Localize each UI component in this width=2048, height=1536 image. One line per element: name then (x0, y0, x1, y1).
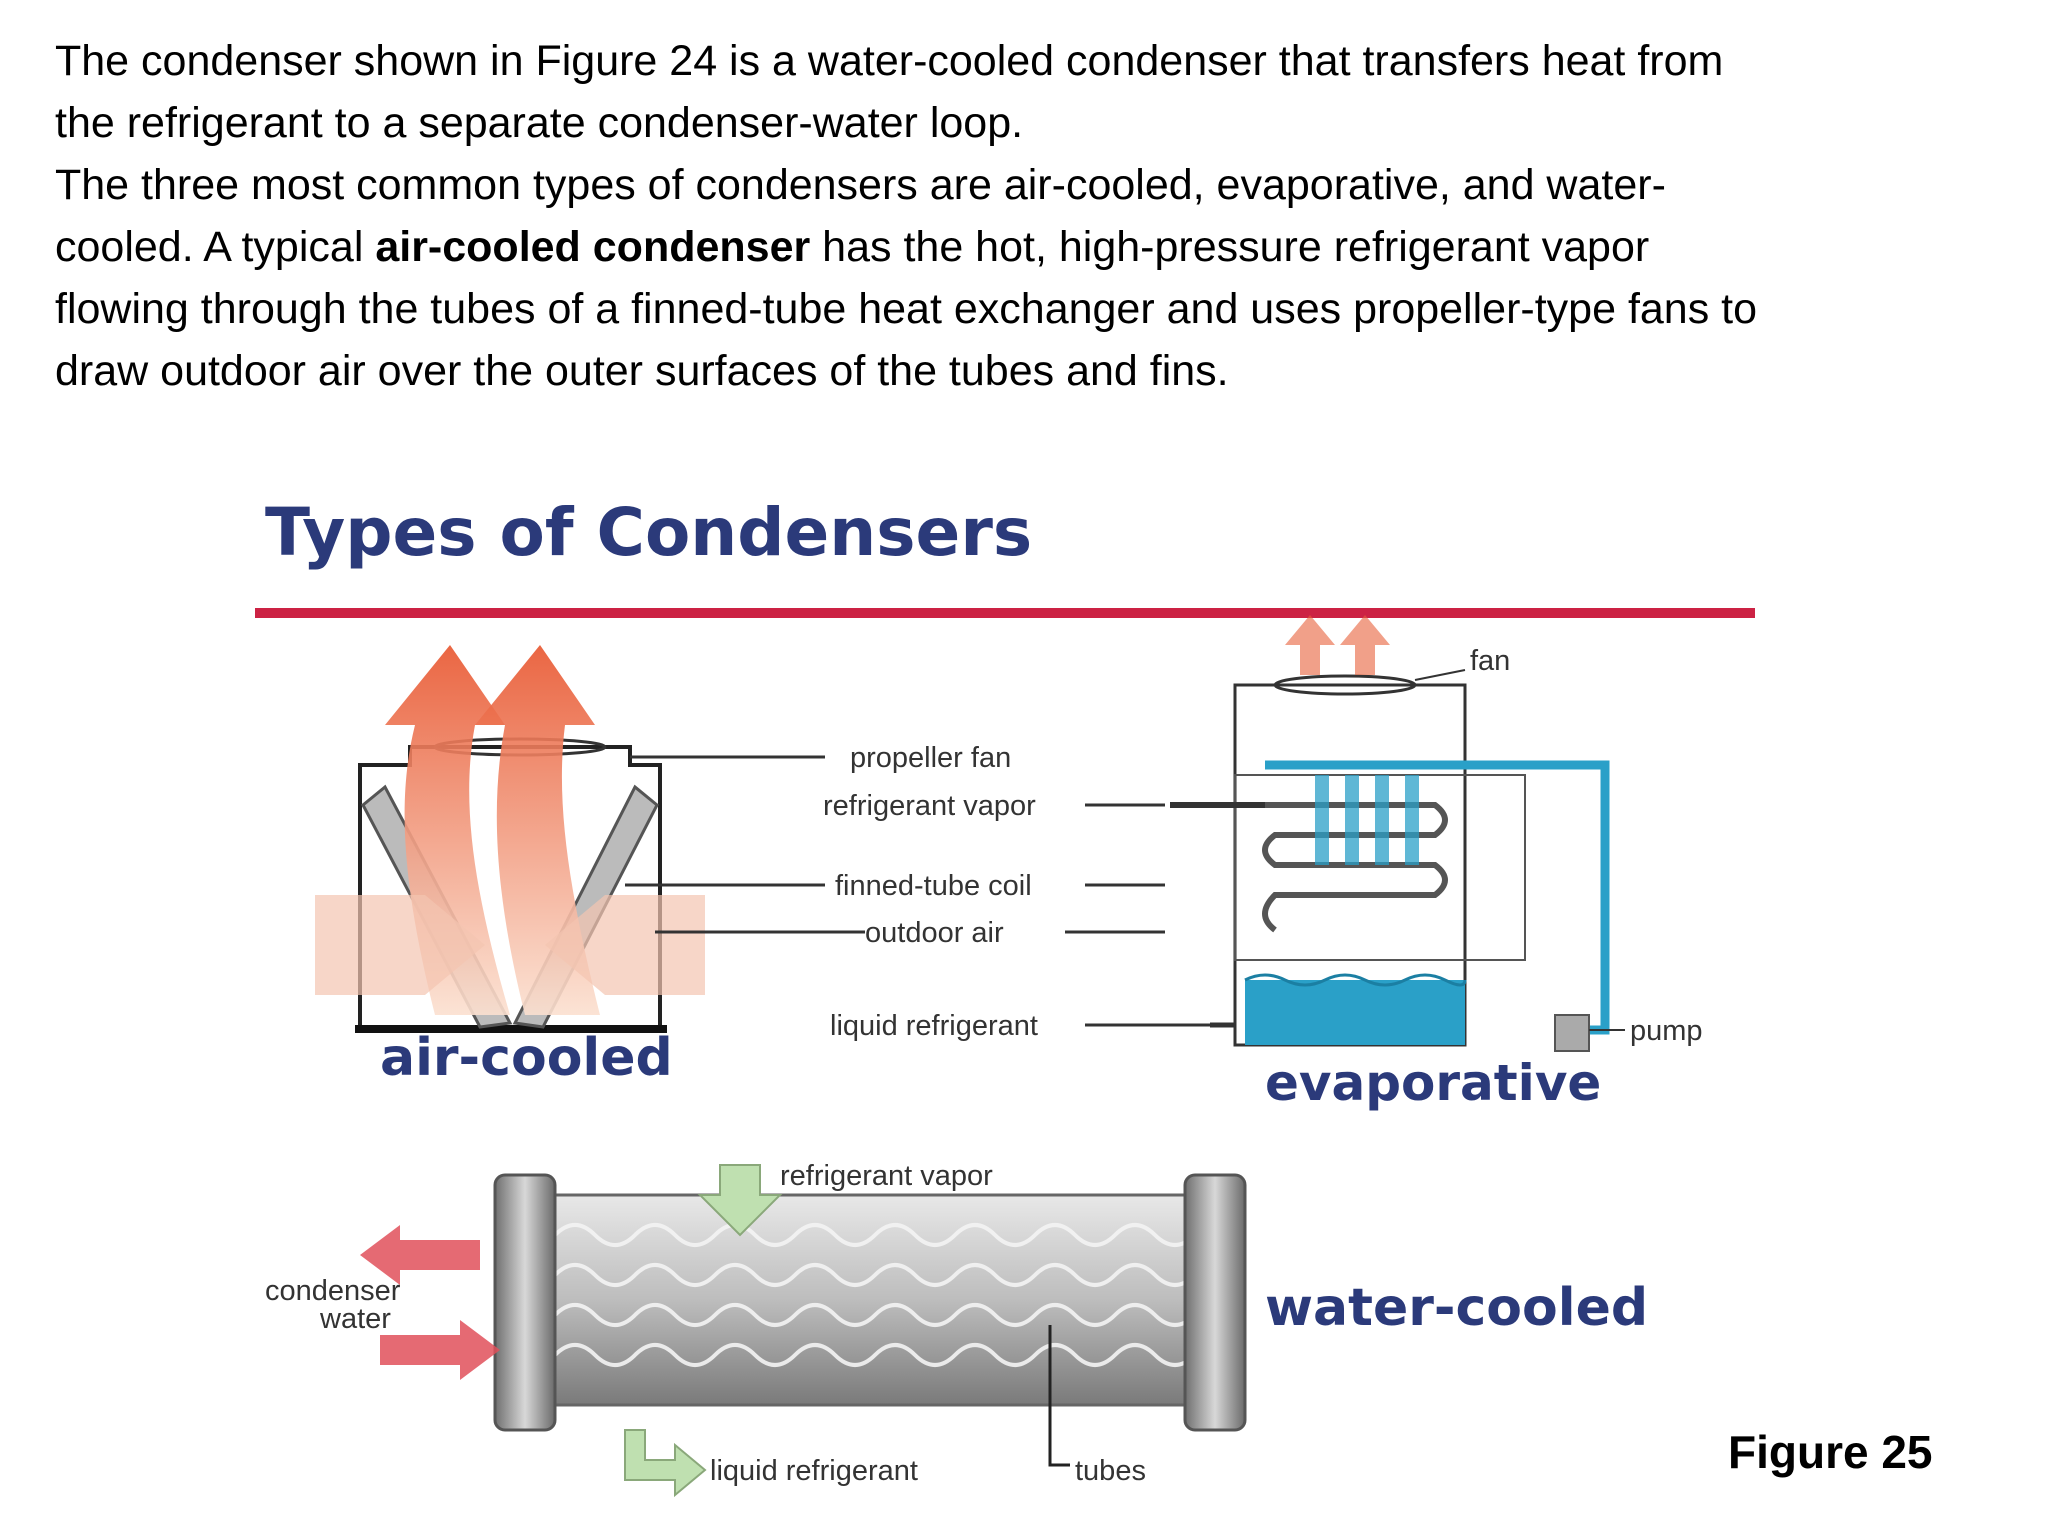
water-cooled-unit: refrigerant vapor condenser water liquid… (265, 1160, 1648, 1498)
label-liquid-refrigerant-2: liquid refrigerant (710, 1455, 918, 1487)
air-cooled-label: air-cooled (380, 1028, 673, 1088)
label-fan: fan (1470, 645, 1510, 677)
label-condenser: condenser (265, 1275, 401, 1307)
callouts (625, 755, 1210, 1027)
right-flange-icon (1183, 1173, 1247, 1432)
water-in-arrow-icon (380, 1320, 500, 1380)
label-water: water (319, 1303, 391, 1335)
intro-p2-end: has the hot, high-pressure refrigerant v… (55, 223, 1758, 395)
shell-icon (523, 1193, 1227, 1407)
label-liquid-refrigerant: liquid refrigerant (830, 1010, 1038, 1042)
intro-p2-start: The three most common types of condenser… (55, 161, 1666, 271)
water-out-arrow-icon (360, 1225, 480, 1285)
label-outdoor-air: outdoor air (865, 917, 1004, 949)
figure-caption: Figure 25 (1728, 1426, 1933, 1478)
label-finned-tube-coil: finned-tube coil (835, 870, 1032, 902)
water-cooled-label: water-cooled (1265, 1278, 1648, 1338)
air-cooled-unit: air-cooled (315, 645, 705, 1088)
liquid-outlet-arrow-icon (624, 1429, 707, 1498)
label-propeller-fan: propeller fan (850, 742, 1011, 774)
evaporative-unit: fan pump evaporative (1170, 615, 1703, 1112)
intro-paragraph-2: The three most common types of condenser… (55, 154, 1775, 402)
condenser-diagram: Types of Condensers air-cooled propeller… (255, 494, 1755, 1498)
vapor-inlet-arrow-icon (697, 1164, 783, 1237)
title-rule (255, 608, 1755, 618)
condenser-types-figure: Types of Condensers air-cooled propeller… (225, 475, 1755, 1525)
intro-text: The condenser shown in Figure 24 is a wa… (55, 30, 1775, 402)
hot-air-arrow-icon (475, 645, 600, 1015)
label-tubes: tubes (1075, 1455, 1146, 1487)
diagram-title: Types of Condensers (265, 494, 1032, 571)
left-flange-icon (493, 1173, 557, 1432)
outdoor-air-arrow-icon (315, 895, 485, 995)
label-refrigerant-vapor: refrigerant vapor (823, 790, 1036, 822)
intro-paragraph-1: The condenser shown in Figure 24 is a wa… (55, 37, 1724, 147)
pump-icon (1554, 1014, 1590, 1052)
label-refrigerant-vapor-2: refrigerant vapor (780, 1160, 993, 1192)
outdoor-air-arrow-icon (545, 895, 705, 995)
evaporative-label: evaporative (1265, 1054, 1601, 1112)
intro-p2-bold: air-cooled condenser (375, 223, 811, 271)
label-pump: pump (1630, 1015, 1703, 1047)
fan-icon (1273, 674, 1417, 696)
